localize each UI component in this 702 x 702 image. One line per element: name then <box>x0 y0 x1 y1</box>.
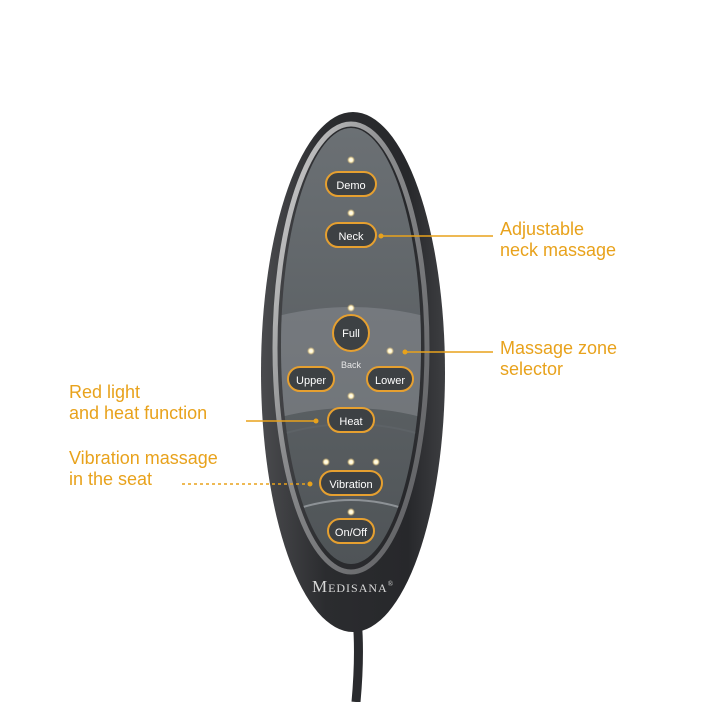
heat-button-label: Heat <box>339 416 362 428</box>
callout-neck-line1: Adjustable <box>500 219 585 239</box>
lower-button[interactable]: Lower <box>366 366 414 392</box>
callout-zone-line2: selector <box>500 359 564 379</box>
callout-neck-line2: neck massage <box>500 240 617 260</box>
callout-neck: Adjustable neck massage <box>500 219 616 261</box>
full-button[interactable]: Full <box>332 314 370 352</box>
onoff-button-label: On/Off <box>335 527 368 539</box>
upper-button[interactable]: Upper <box>287 366 335 392</box>
led-vibration-1 <box>322 458 330 466</box>
upper-button-label: Upper <box>296 375 326 387</box>
vibration-button-label: Vibration <box>329 479 372 491</box>
full-button-label: Full <box>342 328 360 340</box>
neck-button-label: Neck <box>338 231 364 243</box>
callout-zone-line1: Massage zone <box>500 338 618 358</box>
callout-heat-line2: and heat function <box>69 403 208 423</box>
brand-logo: MEDISANA® <box>312 577 394 596</box>
led-full <box>347 304 355 312</box>
onoff-button[interactable]: On/Off <box>327 518 375 544</box>
led-demo <box>347 156 355 164</box>
heat-button[interactable]: Heat <box>327 407 375 433</box>
led-neck <box>347 209 355 217</box>
leader-lines <box>182 233 493 487</box>
led-indicators <box>307 156 394 516</box>
callout-heat-line1: Red light <box>69 382 141 402</box>
led-onoff <box>347 508 355 516</box>
callout-vibration: Vibration massage in the seat <box>69 448 218 490</box>
led-heat <box>347 392 355 400</box>
neck-button[interactable]: Neck <box>325 222 377 248</box>
callout-heat: Red light and heat function <box>69 382 207 424</box>
callout-zone: Massage zone selector <box>500 338 617 380</box>
led-lower <box>386 347 394 355</box>
lower-button-label: Lower <box>375 375 405 387</box>
led-vibration-3 <box>372 458 380 466</box>
back-label: Back <box>341 360 362 370</box>
remote-rim <box>272 121 430 575</box>
demo-button-label: Demo <box>336 180 365 192</box>
callout-vibration-line1: Vibration massage <box>69 448 218 468</box>
demo-button[interactable]: Demo <box>325 171 377 197</box>
callout-vibration-line2: in the seat <box>69 469 153 489</box>
led-vibration-2 <box>347 458 355 466</box>
vibration-button[interactable]: Vibration <box>319 470 383 496</box>
led-upper <box>307 347 315 355</box>
